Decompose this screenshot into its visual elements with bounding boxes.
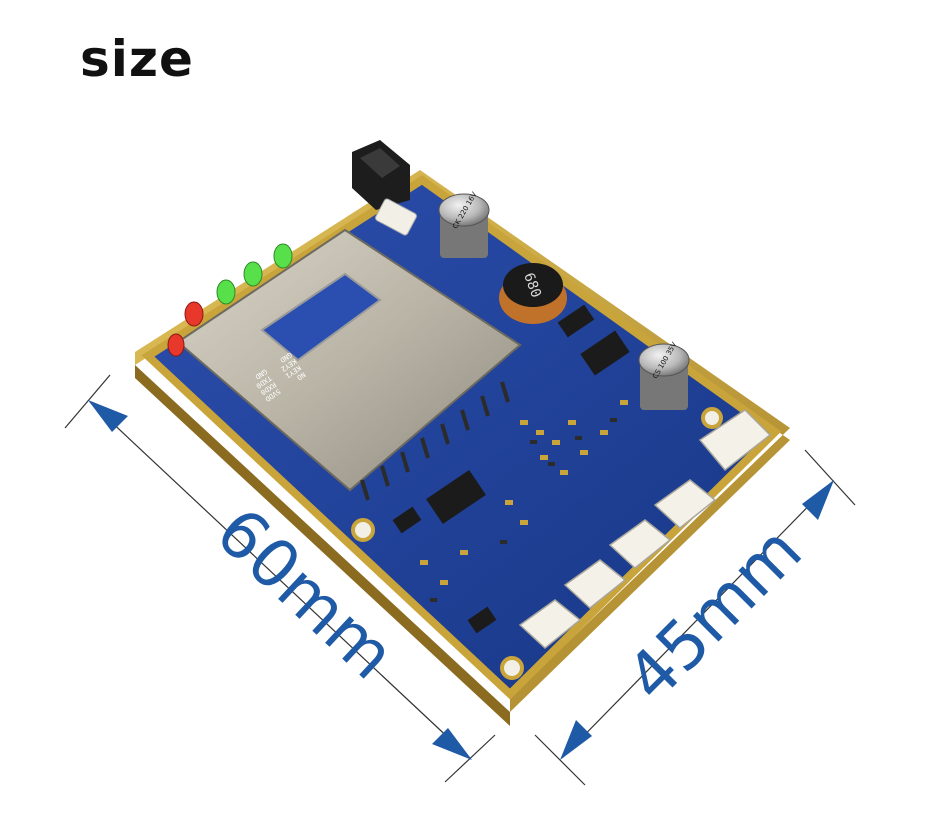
ic-chip	[426, 470, 486, 524]
led-green	[243, 261, 263, 287]
connector-4pin	[563, 559, 627, 609]
led-red	[167, 333, 185, 357]
connector-4pin	[698, 409, 772, 472]
arrow-head	[88, 400, 128, 432]
led-group	[167, 243, 293, 357]
pcb-edge-thickness	[135, 365, 510, 726]
sd-card-holder	[176, 228, 522, 492]
ic-chip	[392, 506, 422, 534]
mounting-hole	[500, 656, 524, 680]
ic-chip	[557, 304, 595, 338]
smd-components	[420, 400, 628, 585]
smd-components-dark	[430, 418, 617, 602]
capacitor-top: CK 220 16V	[438, 191, 490, 258]
led-red	[184, 301, 204, 327]
dc-jack	[352, 140, 410, 210]
sd-card-label-window	[260, 272, 382, 362]
connector-row	[518, 409, 772, 649]
connector-4pin	[518, 599, 582, 649]
led-green	[216, 279, 236, 305]
sd-holder-pins	[360, 381, 510, 501]
mounting-hole	[701, 407, 723, 429]
connector-4pin	[653, 479, 717, 529]
mounting-hole	[351, 518, 375, 542]
connector-4pin	[608, 519, 672, 569]
ic-chip	[580, 330, 630, 376]
inductor: 680	[499, 263, 567, 324]
capacitor-right: CS 100 35V	[638, 341, 690, 410]
arrow-head	[802, 480, 834, 520]
ic-chip	[467, 606, 497, 634]
page-title: size	[80, 30, 194, 88]
connector-2pin	[375, 198, 417, 236]
sd-pin-label: NO	[295, 370, 306, 381]
arrow-head	[432, 728, 472, 760]
led-green	[273, 243, 293, 269]
arrow-head	[560, 720, 592, 760]
